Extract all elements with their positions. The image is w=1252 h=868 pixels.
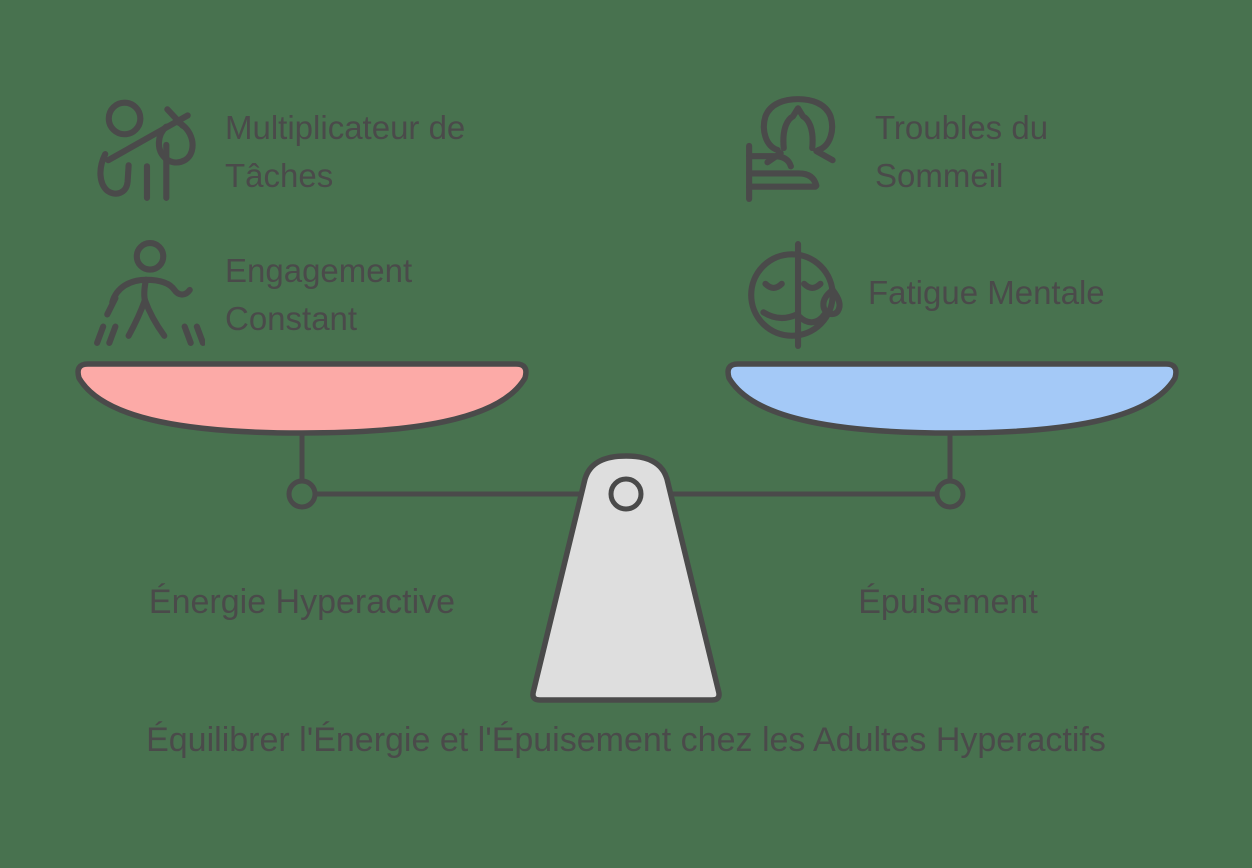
pivot-hole — [608, 476, 644, 512]
right-pan-label: Épuisement — [858, 583, 1038, 621]
sleeping-woman-bed-icon — [746, 96, 836, 202]
feature-label-constant-engagement: Engagement Constant — [225, 252, 413, 337]
pivot-base — [530, 453, 722, 703]
feature-label-task-multiplier: Multiplicateur de Tâches — [225, 109, 466, 194]
right-beam-ring — [934, 478, 966, 510]
left-pan-label: Énergie Hyperactive — [148, 583, 456, 621]
left-pan — [75, 361, 529, 436]
split-mood-face-icon — [748, 241, 843, 349]
walking-person-icon — [94, 240, 205, 346]
right-pan — [725, 361, 1179, 436]
feature-label-sleep-trouble: Troubles du Sommeil — [875, 109, 1049, 194]
bindle-person-icon — [97, 99, 196, 201]
feature-label-mental-fatigue: Fatigue Mentale — [868, 274, 1105, 311]
page-title: Équilibrer l'Énergie et l'Épuisement che… — [146, 721, 1106, 759]
left-beam-ring — [286, 478, 318, 510]
